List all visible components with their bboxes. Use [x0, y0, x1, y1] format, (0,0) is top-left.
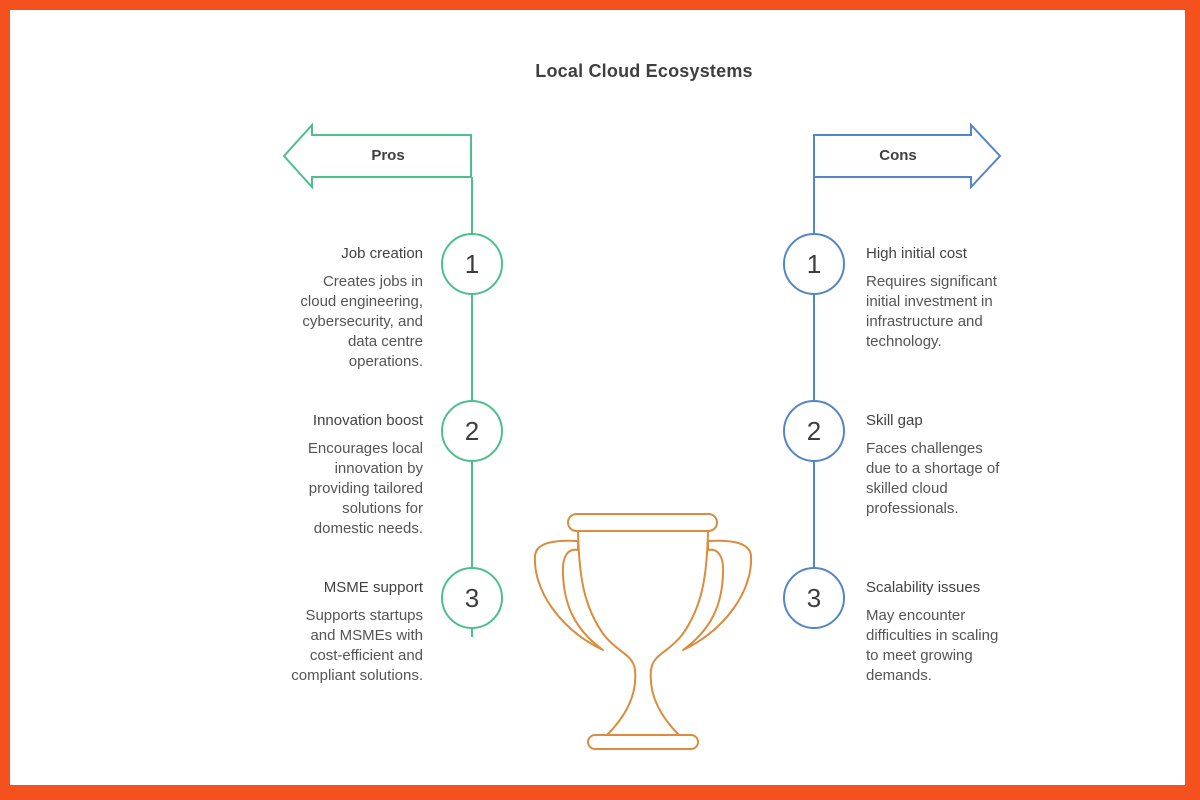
- cons-item-2-title: Skill gap: [866, 412, 923, 429]
- pros-item-3-desc: Supports startups and MSMEs with cost-ef…: [291, 607, 423, 684]
- cons-step-circle-1: 1: [783, 233, 845, 295]
- pros-item-1-desc: Creates jobs in cloud engineering, cyber…: [300, 273, 423, 370]
- page-title: Local Cloud Ecosystems: [535, 61, 753, 81]
- cons-item-1-title: High initial cost: [866, 245, 967, 262]
- pros-item-3: MSME support Supports startups and MSMEs…: [283, 578, 423, 686]
- cons-item-1-desc: Requires significant initial investment …: [866, 273, 997, 350]
- content-panel: [10, 10, 1185, 785]
- pros-step-circle-3: 3: [441, 567, 503, 629]
- pros-step-circle-2: 2: [441, 400, 503, 462]
- pros-step-circle-1: 1: [441, 233, 503, 295]
- pros-arrow: [282, 122, 472, 190]
- cons-step-circle-3: 3: [783, 567, 845, 629]
- cons-arrow-label: Cons: [879, 147, 917, 164]
- pros-arrow-label: Pros: [371, 147, 405, 164]
- cons-item-2-desc: Faces challenges due to a shortage of sk…: [866, 440, 1000, 517]
- cons-item-1: High initial cost Requires significant i…: [866, 244, 1004, 352]
- cons-step-circle-2: 2: [783, 400, 845, 462]
- pros-item-2: Innovation boost Encourages local innova…: [283, 411, 423, 539]
- cons-item-3-desc: May encounter difficulties in scaling to…: [866, 607, 999, 684]
- pros-step-number-1: 1: [464, 248, 480, 279]
- cons-step-number-3: 3: [806, 582, 822, 613]
- pros-item-1-title: Job creation: [341, 245, 423, 262]
- cons-item-3: Scalability issues May encounter difficu…: [866, 578, 1004, 686]
- pros-step-number-2: 2: [464, 415, 480, 446]
- trophy-icon: [533, 513, 753, 750]
- cons-step-number-1: 1: [806, 248, 822, 279]
- pros-item-1: Job creation Creates jobs in cloud engin…: [283, 244, 423, 372]
- pros-step-number-3: 3: [464, 582, 480, 613]
- cons-item-2: Skill gap Faces challenges due to a shor…: [866, 411, 1004, 519]
- pros-item-3-title: MSME support: [323, 579, 423, 596]
- cons-arrow: [813, 122, 1002, 190]
- pros-item-2-desc: Encourages local innovation by providing…: [307, 440, 423, 537]
- cons-step-number-2: 2: [806, 415, 822, 446]
- pros-item-2-title: Innovation boost: [312, 412, 423, 429]
- cons-item-3-title: Scalability issues: [866, 579, 981, 596]
